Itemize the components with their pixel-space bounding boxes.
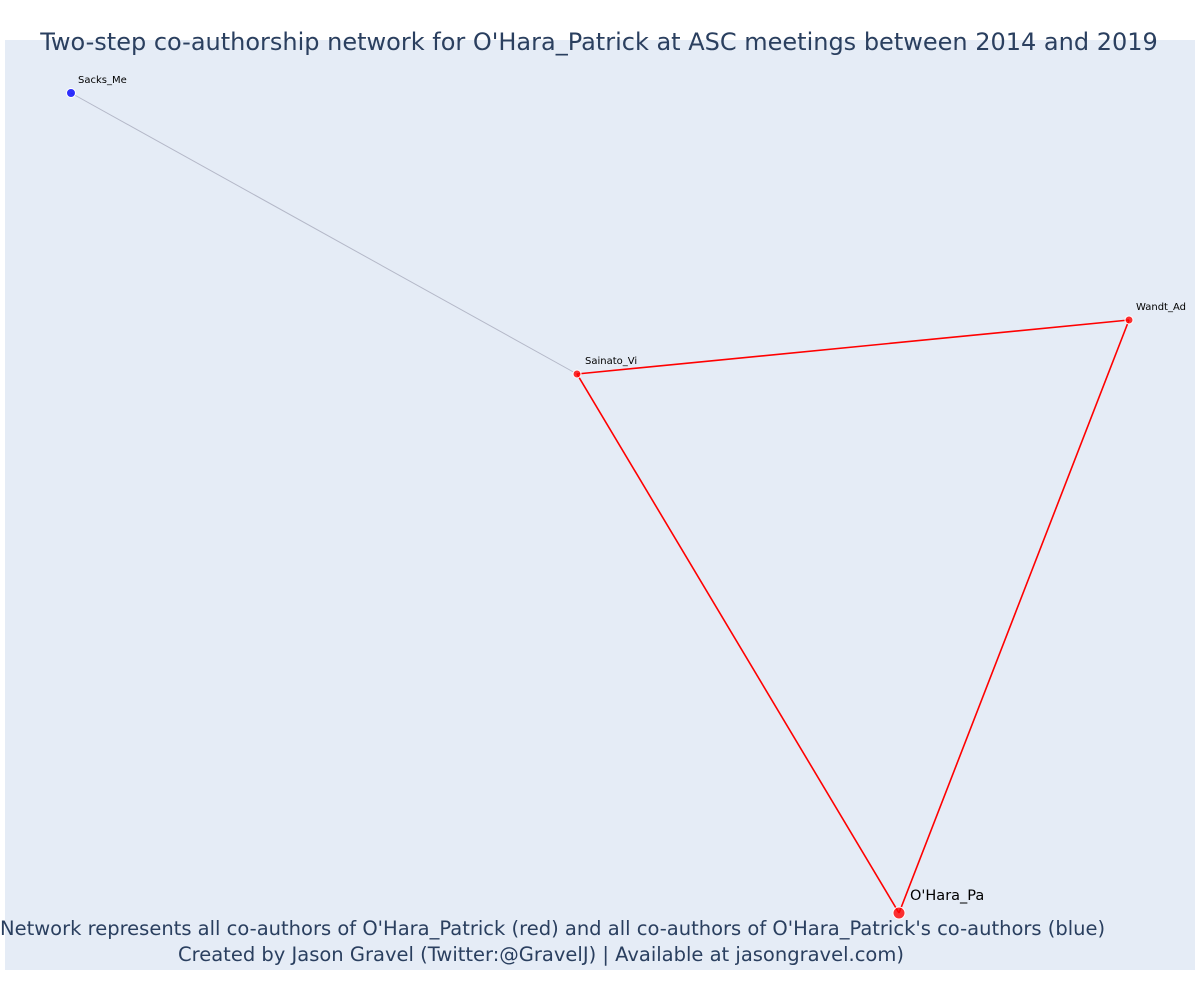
caption-description: Network represents all co-authors of O'H… (0, 917, 1106, 940)
edge-sainato_vi-wandt_ad (576, 319, 1130, 375)
caption-credits: Created by Jason Gravel (Twitter:@Gravel… (178, 943, 904, 966)
chart-title: Two-step co-authorship network for O'Har… (40, 28, 1158, 56)
edge-sacks_me-sainato_vi (70, 92, 578, 375)
nodes-layer (66, 88, 1134, 920)
labels-layer: O'Hara_Pa Sainato_Vi Wandt_Ad Sacks_Me (78, 75, 1186, 904)
node-label-sainato_vi: Sainato_Vi (585, 356, 637, 367)
node-label-wandt_ad: Wandt_Ad (1136, 302, 1186, 313)
node-wandt_ad[interactable] (1124, 315, 1134, 325)
edges-layer (70, 92, 1130, 914)
node-ohara_pa[interactable] (892, 906, 906, 920)
node-sacks_me[interactable] (66, 88, 76, 98)
plot-area (5, 40, 1195, 970)
node-label-sacks_me: Sacks_Me (78, 75, 127, 86)
edge-wandt_ad-ohara_pa (898, 319, 1130, 914)
node-label-ohara_pa: O'Hara_Pa (910, 888, 984, 904)
node-sainato_vi[interactable] (572, 369, 582, 379)
edge-sainato_vi-ohara_pa (576, 373, 900, 914)
